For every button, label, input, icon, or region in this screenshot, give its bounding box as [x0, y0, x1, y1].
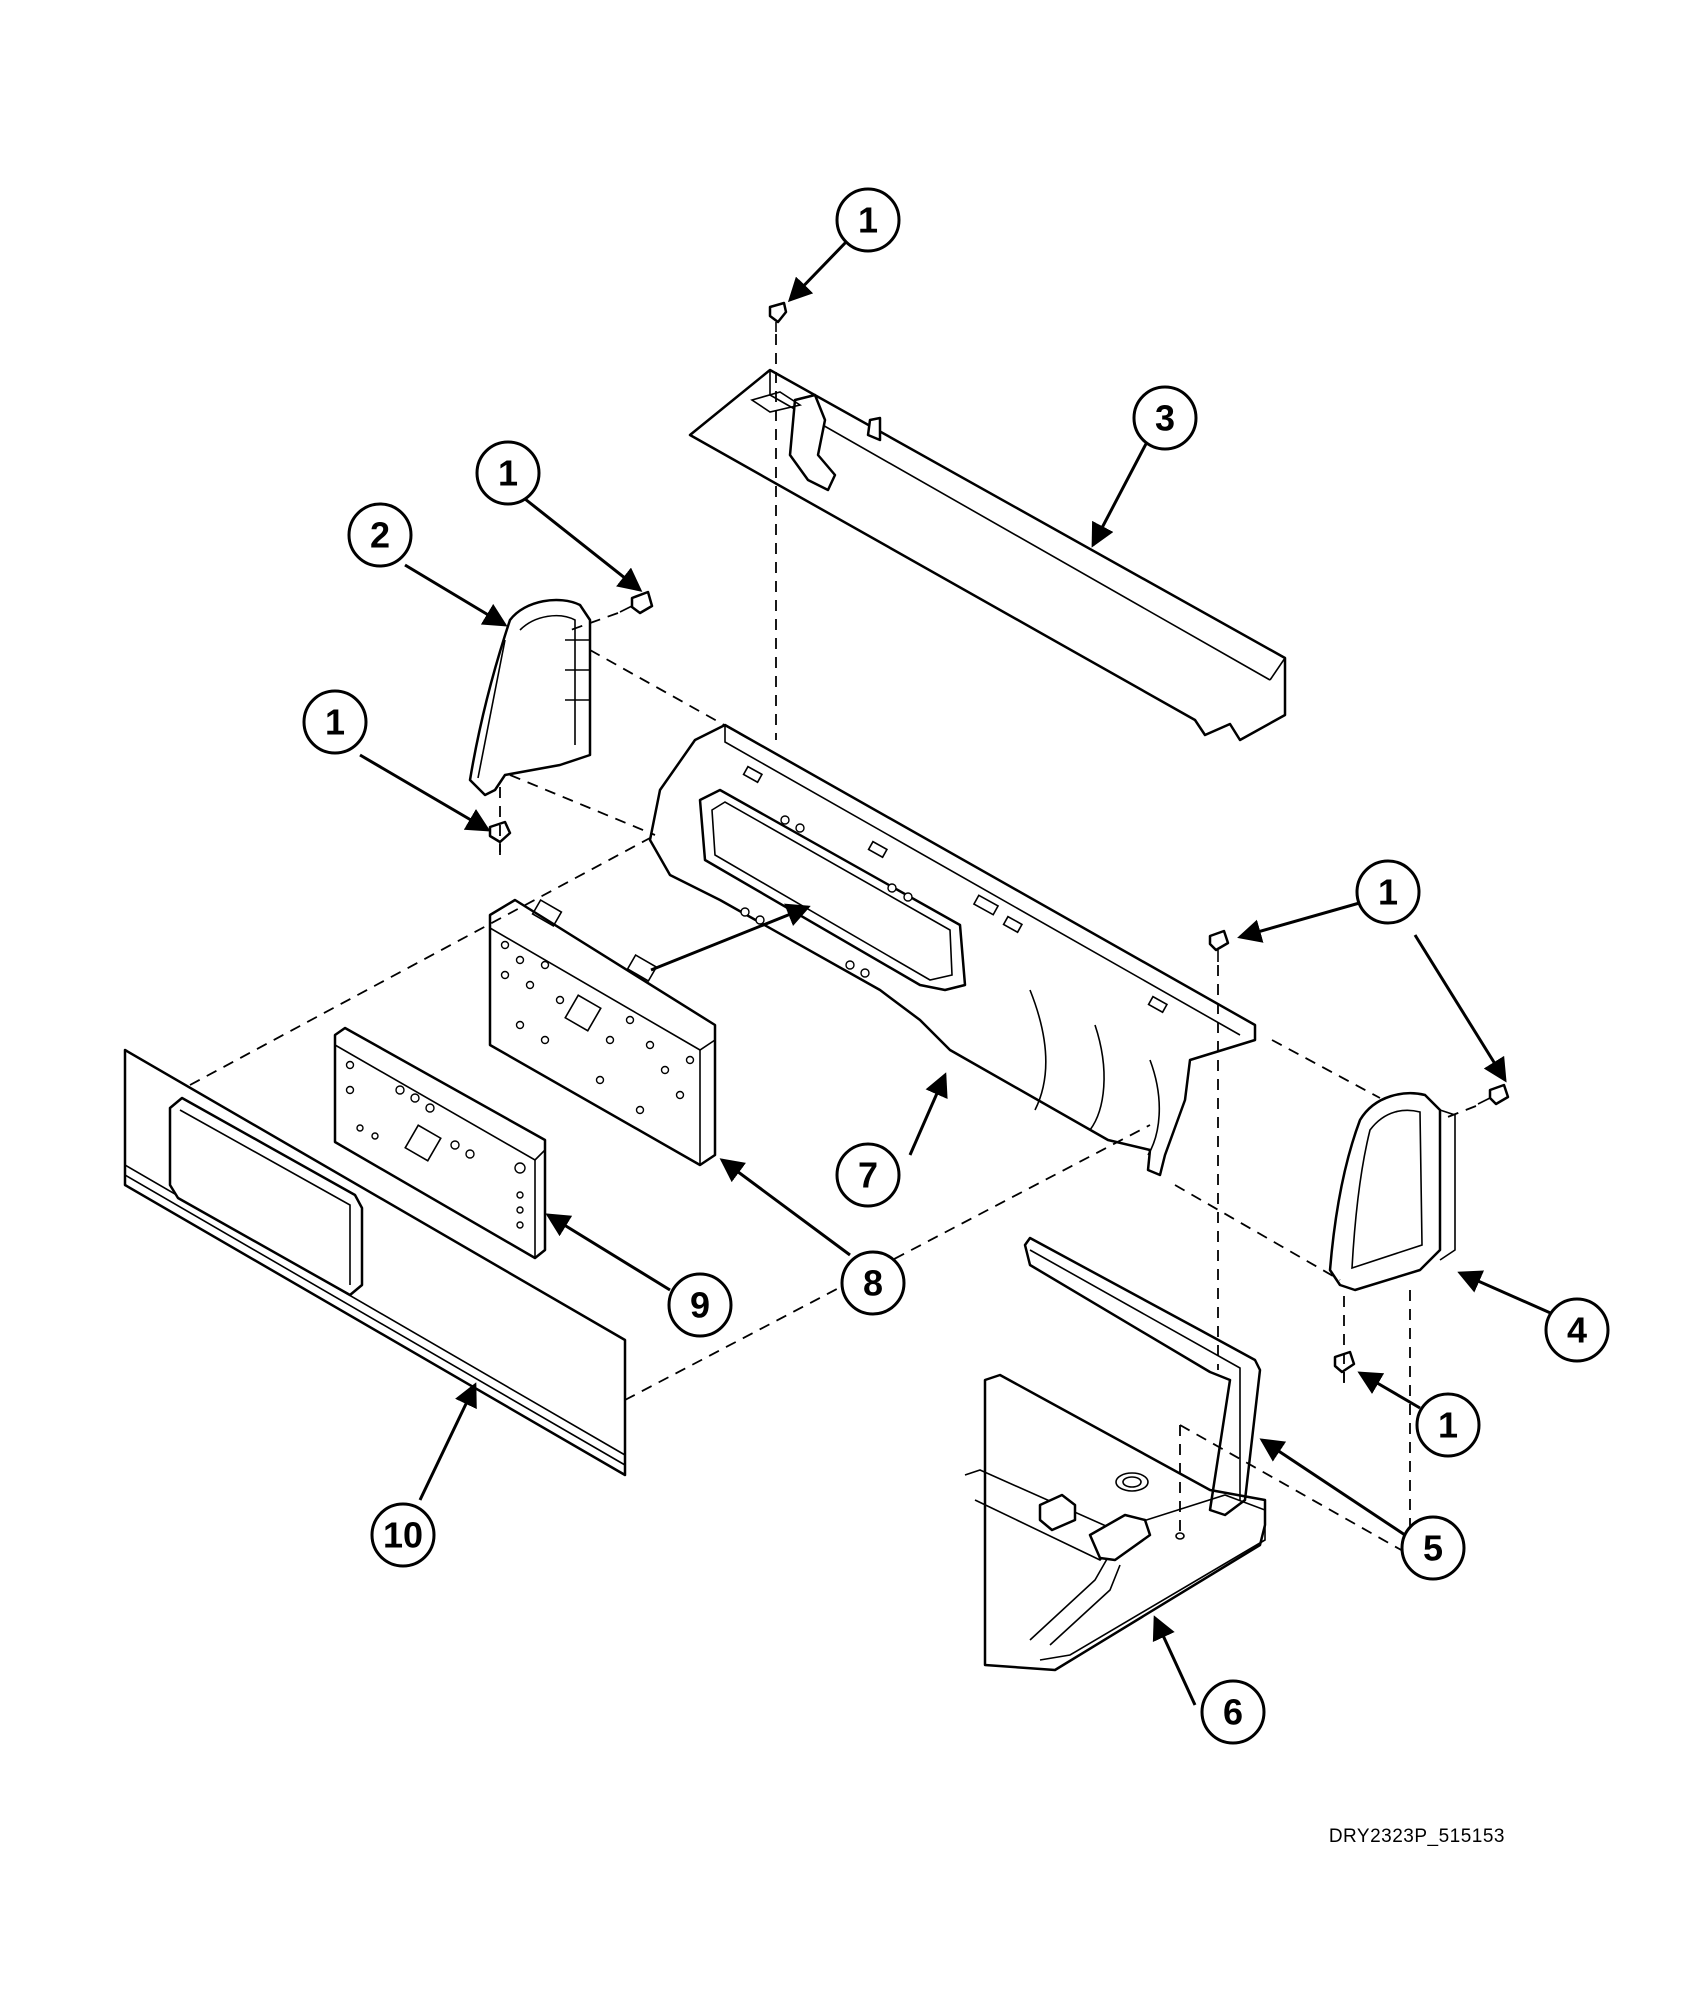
assembly-lines [189, 334, 1477, 1556]
svg-text:9: 9 [690, 1285, 710, 1326]
svg-text:4: 4 [1567, 1310, 1587, 1351]
callout-1-left-lower: 1 [302, 689, 368, 755]
svg-text:1: 1 [325, 702, 345, 743]
figure-code: DRY2323P_515153 [1328, 1826, 1505, 1847]
callout-10: 10 [370, 1502, 436, 1568]
callout-1-top: 1 [835, 187, 901, 253]
callout-1-left-upper: 1 [475, 440, 541, 506]
svg-text:3: 3 [1155, 398, 1175, 439]
callout-6: 6 [1200, 1679, 1266, 1745]
callout-5: 5 [1400, 1515, 1466, 1581]
callout-1-right: 1 [1355, 859, 1421, 925]
cabinet-top [964, 1373, 1267, 1672]
svg-text:10: 10 [383, 1515, 423, 1556]
svg-text:1: 1 [1438, 1405, 1458, 1446]
svg-text:1: 1 [498, 453, 518, 494]
svg-text:5: 5 [1423, 1528, 1443, 1569]
callout-9: 9 [667, 1272, 733, 1338]
top-trim-cover [688, 368, 1287, 742]
svg-text:8: 8 [863, 1263, 883, 1304]
svg-text:1: 1 [1378, 872, 1398, 913]
screw-top [768, 301, 788, 332]
svg-text:2: 2 [370, 515, 390, 556]
callout-3: 3 [1132, 385, 1198, 451]
svg-text:6: 6 [1223, 1692, 1243, 1733]
callout-1-bottom-right: 1 [1415, 1392, 1481, 1458]
leader-arrows [359, 238, 1556, 1706]
callout-8: 8 [840, 1250, 906, 1316]
left-end-cap [468, 598, 592, 797]
screw-right-side [1477, 1083, 1510, 1106]
screw-right-upper [1208, 929, 1230, 962]
svg-text:1: 1 [858, 200, 878, 241]
svg-text:7: 7 [858, 1155, 878, 1196]
control-board [488, 898, 717, 1167]
right-end-cap [1328, 1092, 1456, 1292]
front-panel [123, 1048, 627, 1477]
control-overlay [333, 1026, 547, 1260]
callout-2: 2 [347, 502, 413, 568]
console-bracket [1023, 1236, 1262, 1517]
console-panel [648, 723, 1257, 1177]
callout-4: 4 [1544, 1297, 1610, 1363]
callout-7: 7 [835, 1142, 901, 1208]
screw-left-upper [619, 590, 654, 615]
